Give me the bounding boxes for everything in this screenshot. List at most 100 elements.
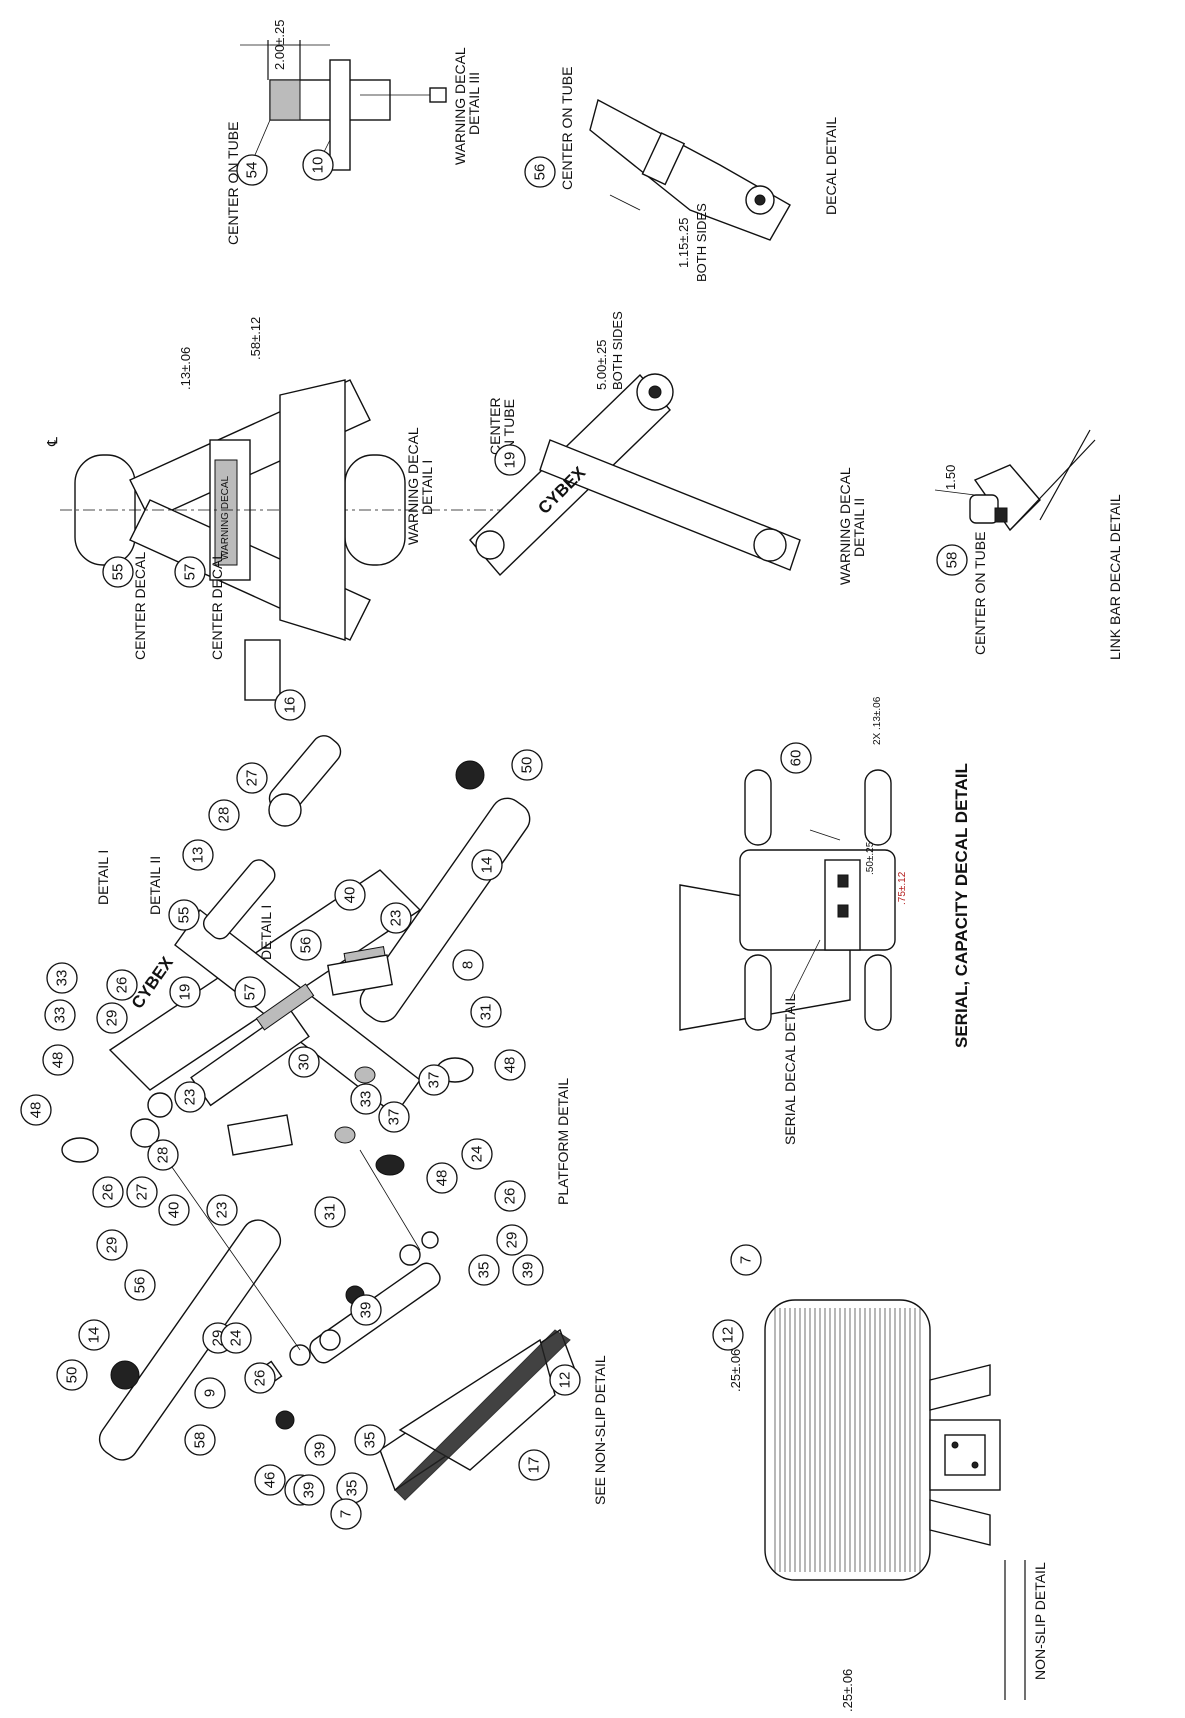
callout-bubble: 33 bbox=[46, 962, 78, 994]
callout-number: 39 bbox=[301, 1482, 318, 1499]
callout-bubble: 14 bbox=[78, 1319, 110, 1351]
callout-number: 33 bbox=[52, 1007, 69, 1024]
callout-circle bbox=[496, 1224, 528, 1256]
callout-bubble: 57 bbox=[234, 976, 266, 1008]
callout-bubble: 17 bbox=[518, 1449, 550, 1481]
callout-number: 48 bbox=[502, 1057, 519, 1074]
callout-bubble: 48 bbox=[494, 1049, 526, 1081]
callout-number: 9 bbox=[202, 1389, 219, 1397]
callout-bubble: 27 bbox=[236, 762, 268, 794]
callout-number: 39 bbox=[358, 1302, 375, 1319]
callout-circle bbox=[147, 1139, 179, 1171]
dimension-label: .25±.06 bbox=[840, 1669, 855, 1712]
detail-ii-label: DETAIL II bbox=[147, 856, 163, 915]
callout-number: 57 bbox=[182, 564, 199, 581]
callout-number: 37 bbox=[386, 1109, 403, 1126]
callout-number: 19 bbox=[502, 452, 519, 469]
non-slip-detail-label: NON-SLIP DETAIL bbox=[1032, 1562, 1048, 1680]
dimension-label: .58±.12 bbox=[248, 317, 263, 360]
callout-bubble: 39 bbox=[512, 1254, 544, 1286]
callout-circle bbox=[314, 1196, 346, 1228]
link-bar-decal-detail-label: LINK BAR DECAL DETAIL bbox=[1107, 494, 1123, 660]
center-on-tube-label: CENTER ON TUBE bbox=[559, 67, 575, 190]
callout-number: 55 bbox=[176, 907, 193, 924]
callout-number: 23 bbox=[388, 910, 405, 927]
center-line: CENTER bbox=[487, 397, 503, 455]
callout-bubble: 23 bbox=[206, 1194, 238, 1226]
callout-circle bbox=[124, 1269, 156, 1301]
callout-bubble: 35 bbox=[354, 1424, 386, 1456]
warning-decal-text: WARNING DECAL bbox=[220, 475, 231, 560]
callout-bubble: 29 bbox=[496, 1224, 528, 1256]
callout-number: 50 bbox=[64, 1367, 81, 1384]
callout-bubble: 37 bbox=[378, 1101, 410, 1133]
callout-circle bbox=[174, 1081, 206, 1113]
callout-number: 23 bbox=[214, 1202, 231, 1219]
callout-circle bbox=[468, 1254, 500, 1286]
callout-bubble: 30 bbox=[288, 1046, 320, 1078]
callout-circle bbox=[96, 1229, 128, 1261]
dimension-label: 1.15±.25 bbox=[676, 217, 691, 268]
callout-number: 50 bbox=[519, 757, 536, 774]
callout-bubble: 23 bbox=[380, 902, 412, 934]
callout-circle bbox=[452, 949, 484, 981]
callout-circle bbox=[293, 1474, 325, 1506]
callout-circle bbox=[184, 1424, 216, 1456]
serial-decal-detail-label: SERIAL DECAL DETAIL bbox=[782, 994, 798, 1145]
callout-circle bbox=[302, 149, 334, 181]
callout-number: 29 bbox=[504, 1232, 521, 1249]
callout-circle bbox=[330, 1498, 362, 1530]
serial-capacity-view bbox=[679, 769, 896, 1031]
callout-circle bbox=[288, 1046, 320, 1078]
callout-bubble: 35 bbox=[336, 1472, 368, 1504]
dimension-label: 2.00±.25 bbox=[272, 19, 287, 70]
callout-circle bbox=[512, 1254, 544, 1286]
callout-bubble: 23 bbox=[174, 1081, 206, 1113]
center-on-tube-label: CENTER ON TUBE bbox=[225, 122, 241, 245]
callout-bubble: 54 bbox=[236, 154, 268, 186]
callout-circle bbox=[92, 1176, 124, 1208]
callout-circle bbox=[102, 556, 134, 588]
callout-number: 60 bbox=[788, 750, 805, 767]
callout-circle bbox=[936, 544, 968, 576]
center-decal-label: CENTER DECAL bbox=[132, 552, 148, 660]
callout-bubble: 31 bbox=[470, 996, 502, 1028]
callout-circle bbox=[244, 1362, 276, 1394]
callout-bubble: 19 bbox=[494, 444, 526, 476]
callout-circle bbox=[712, 1319, 744, 1351]
callout-bubble: 13 bbox=[182, 839, 214, 871]
callout-number: 58 bbox=[944, 552, 961, 569]
callout-circle bbox=[174, 556, 206, 588]
both-sides-label: BOTH SIDES bbox=[610, 311, 625, 390]
dimension-label: .13±.06 bbox=[178, 347, 193, 390]
serial-capacity-decal-detail-label: SERIAL, CAPACITY DECAL DETAIL bbox=[952, 763, 971, 1048]
detail-iii-view bbox=[240, 40, 447, 171]
callout-number: 54 bbox=[244, 162, 261, 179]
callout-circle bbox=[234, 976, 266, 1008]
callout-number: 19 bbox=[177, 984, 194, 1001]
detail-i-label: DETAIL I bbox=[258, 905, 274, 960]
callout-number: 40 bbox=[166, 1202, 183, 1219]
callout-bubble: 8 bbox=[452, 949, 484, 981]
callout-circle bbox=[426, 1162, 458, 1194]
callout-number: 48 bbox=[28, 1102, 45, 1119]
callout-number: 7 bbox=[738, 1256, 755, 1264]
callout-circle bbox=[236, 762, 268, 794]
detail-i-label: DETAIL I bbox=[95, 850, 111, 905]
callout-number: 10 bbox=[310, 157, 327, 174]
callout-bubble: 48 bbox=[20, 1094, 52, 1126]
callout-circle bbox=[494, 444, 526, 476]
platform-detail-label: PLATFORM DETAIL bbox=[555, 1078, 571, 1205]
callout-circle bbox=[549, 1364, 581, 1396]
center-on-tube-label: CENTER ON TUBE bbox=[972, 532, 988, 655]
both-sides-label: BOTH SIDES bbox=[694, 203, 709, 282]
callout-number: 31 bbox=[322, 1204, 339, 1221]
callout-number: 28 bbox=[216, 807, 233, 824]
callout-circle bbox=[182, 839, 214, 871]
callout-circle bbox=[78, 1319, 110, 1351]
decal-detail-label: DECAL DETAIL bbox=[823, 117, 839, 215]
callout-circle bbox=[274, 689, 306, 721]
callout-circle bbox=[350, 1083, 382, 1115]
callout-number: 12 bbox=[557, 1372, 574, 1389]
